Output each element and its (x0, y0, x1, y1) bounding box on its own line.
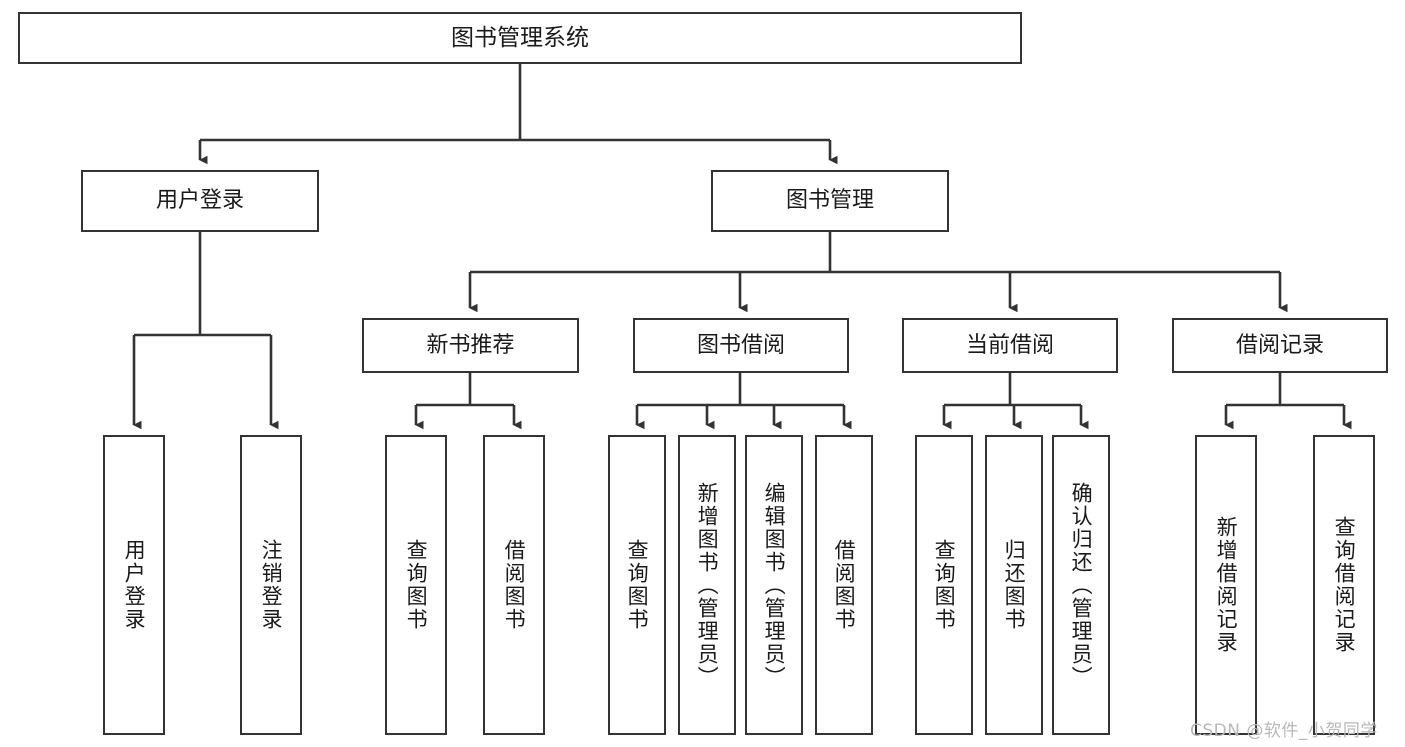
node-user-login[interactable]: 用户登录 (81, 170, 319, 232)
leaf-query-book-borrow[interactable]: 查询图书 (608, 435, 666, 735)
leaf-borrow-book-recommend[interactable]: 借阅图书 (483, 435, 545, 735)
leaf-add-borrow-record[interactable]: 新增借阅记录 (1195, 435, 1257, 735)
node-root[interactable]: 图书管理系统 (18, 12, 1022, 64)
leaf-confirm-return-admin[interactable]: 确认归还（管理员） (1052, 435, 1110, 735)
leaf-query-book-current[interactable]: 查询图书 (915, 435, 973, 735)
leaf-borrow-book[interactable]: 借阅图书 (815, 435, 873, 735)
leaf-user-login[interactable]: 用户登录 (103, 435, 165, 735)
csdn-watermark: CSDN @软件_小贺同学 (1190, 721, 1378, 741)
node-book-borrow[interactable]: 图书借阅 (633, 318, 849, 373)
node-current-borrow[interactable]: 当前借阅 (902, 318, 1118, 373)
leaf-query-borrow-record[interactable]: 查询借阅记录 (1313, 435, 1375, 735)
node-book-management[interactable]: 图书管理 (711, 170, 949, 232)
node-new-book-recommend[interactable]: 新书推荐 (362, 318, 579, 373)
node-borrow-records[interactable]: 借阅记录 (1172, 318, 1388, 373)
leaf-edit-book-admin[interactable]: 编辑图书（管理员） (745, 435, 803, 735)
leaf-return-book[interactable]: 归还图书 (985, 435, 1043, 735)
leaf-add-book-admin[interactable]: 新增图书（管理员） (678, 435, 736, 735)
leaf-logout-login[interactable]: 注销登录 (240, 435, 302, 735)
leaf-query-book-recommend[interactable]: 查询图书 (385, 435, 447, 735)
